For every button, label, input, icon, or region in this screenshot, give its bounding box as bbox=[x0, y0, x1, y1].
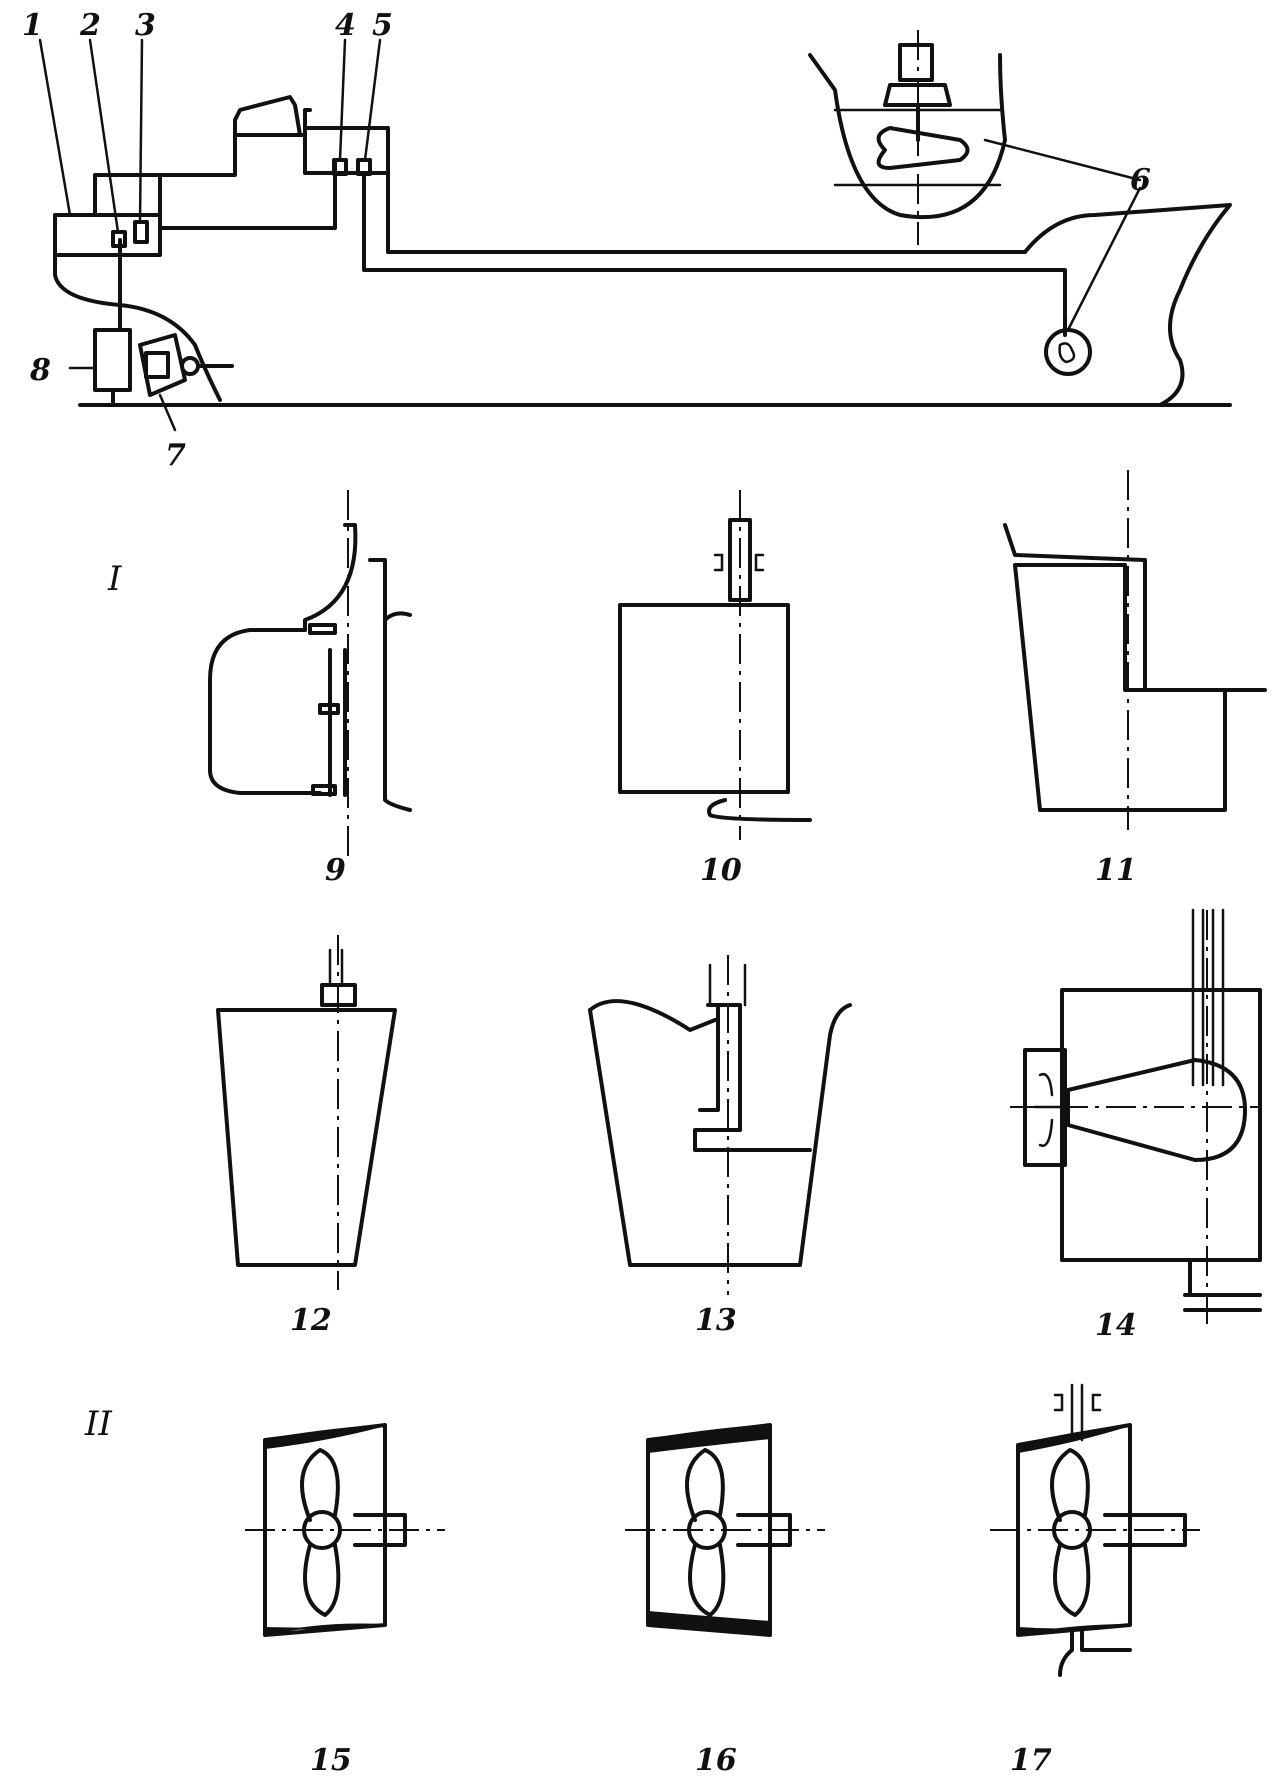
rudder-11 bbox=[1003, 470, 1267, 830]
nozzle-15 bbox=[245, 1423, 445, 1637]
pipe-aft bbox=[158, 158, 337, 230]
ship-schematic bbox=[38, 30, 1232, 432]
callout-3: 3 bbox=[135, 8, 156, 43]
labels: 1 2 3 4 5 6 7 8 I II 9 10 11 12 13 14 15… bbox=[22, 8, 1151, 1778]
callout-7: 7 bbox=[165, 438, 186, 473]
figure-number-11: 11 bbox=[1095, 853, 1137, 888]
component-3 bbox=[133, 220, 149, 244]
figure-number-17: 17 bbox=[1010, 1743, 1052, 1778]
section-motor-base bbox=[883, 83, 952, 107]
rudder-13 bbox=[588, 955, 852, 1295]
nozzle-17 bbox=[990, 1383, 1200, 1677]
propeller-7 bbox=[180, 356, 200, 376]
bow-thruster-blades bbox=[1058, 342, 1076, 364]
figure-number-13: 13 bbox=[695, 1303, 737, 1338]
bow-line bbox=[1023, 203, 1232, 407]
superstructure bbox=[93, 95, 302, 217]
rudder-unit-7-inner bbox=[144, 351, 170, 379]
rudder-group-I-row2 bbox=[216, 908, 1262, 1325]
nozzle-group-II bbox=[245, 1383, 1200, 1677]
callout-6: 6 bbox=[1130, 163, 1151, 198]
nozzle-16 bbox=[625, 1423, 825, 1637]
drive-unit-8 bbox=[93, 328, 132, 392]
callout-8: 8 bbox=[29, 353, 51, 388]
rudder-10 bbox=[618, 490, 812, 840]
pipe-main-inner bbox=[386, 171, 1027, 254]
figure-number-15: 15 bbox=[310, 1743, 352, 1778]
figure-number-14: 14 bbox=[1095, 1308, 1137, 1343]
rudder-9 bbox=[208, 490, 412, 860]
callout-5: 5 bbox=[372, 8, 393, 43]
section-motor bbox=[898, 43, 934, 82]
callout-4: 4 bbox=[335, 8, 356, 43]
group-mark-I: I bbox=[107, 559, 122, 599]
section-thruster bbox=[876, 126, 970, 170]
callout-1: 1 bbox=[22, 8, 43, 43]
engine-room-1 bbox=[53, 213, 162, 257]
figure-number-10: 10 bbox=[700, 853, 742, 888]
callout-2: 2 bbox=[79, 8, 101, 43]
shaft-8 bbox=[111, 238, 122, 407]
section-inset bbox=[808, 53, 1007, 220]
rudder-group-I bbox=[208, 470, 1267, 860]
figure-number-12: 12 bbox=[290, 1303, 332, 1338]
figure-number-9: 9 bbox=[325, 853, 346, 888]
group-mark-II: II bbox=[84, 1404, 112, 1444]
rudder-14 bbox=[1010, 908, 1262, 1325]
bow-thruster bbox=[1044, 328, 1092, 376]
rudder-12 bbox=[216, 935, 397, 1290]
figure-number-16: 16 bbox=[695, 1743, 737, 1778]
callout-leaders bbox=[38, 38, 1142, 432]
pipe-main bbox=[362, 171, 1067, 337]
